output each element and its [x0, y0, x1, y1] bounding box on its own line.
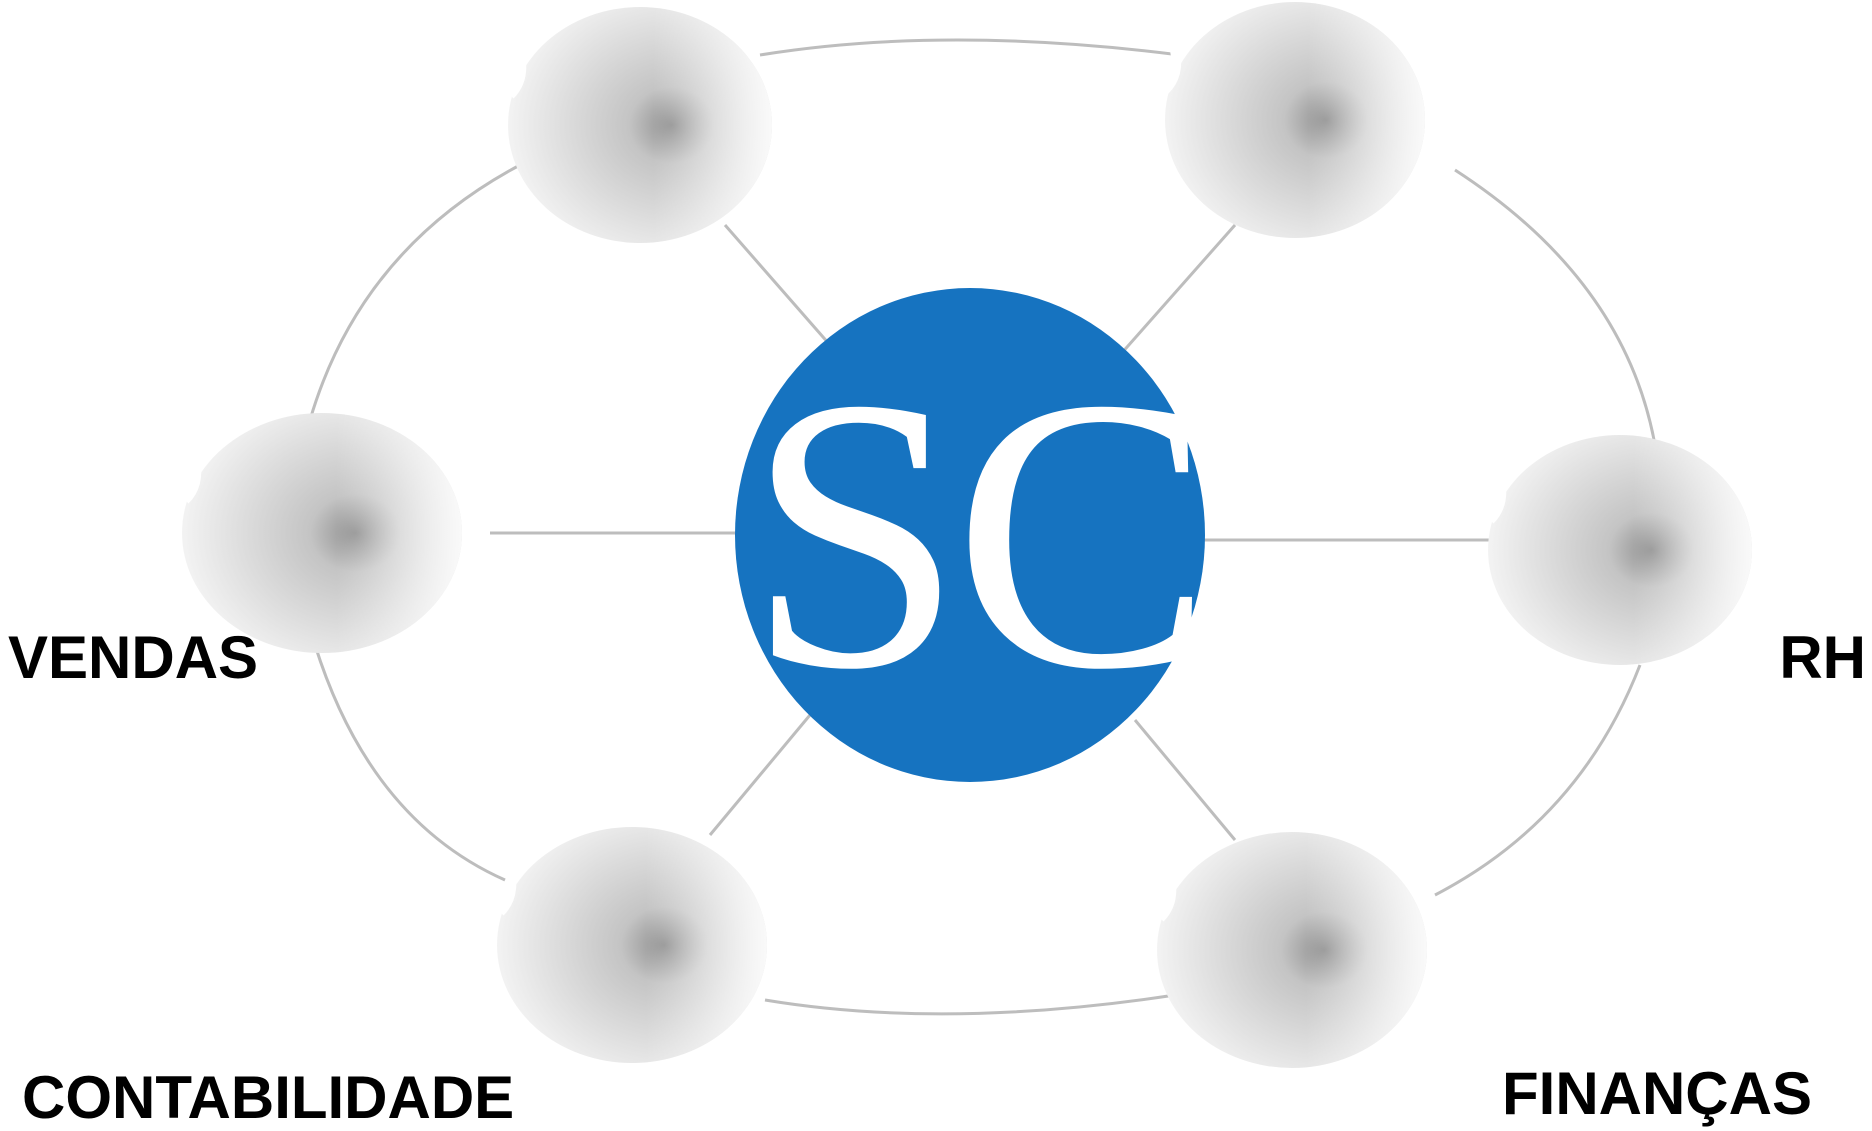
outer-ring: [308, 38, 1657, 1016]
spoke-bottom-right: [1133, 719, 1237, 841]
ring-top-left-arc: [308, 163, 521, 421]
sc-logo: SC: [735, 288, 1214, 782]
node-top-right: [1161, 2, 1425, 238]
ring-top-arc: [759, 38, 1181, 57]
node-bottom-left: [496, 827, 767, 1063]
ring-top-right-arc: [1454, 168, 1657, 446]
node-mid-right: [1486, 435, 1752, 665]
logo-text: SC: [746, 318, 1203, 750]
label-financas: FINANÇAS: [1502, 1060, 1812, 1127]
ring-bottom-arc: [764, 993, 1176, 1016]
label-rh: RH: [1779, 624, 1866, 691]
node-bottom-right: [1156, 832, 1427, 1068]
spoke-top-right: [1118, 224, 1237, 356]
spoke-bottom-left: [708, 714, 812, 836]
node-top-left: [506, 7, 772, 243]
label-vendas: VENDAS: [8, 624, 259, 691]
node-mid-left: [181, 413, 462, 653]
spoke-top-left: [723, 224, 832, 346]
ring-bottom-right-arc: [1434, 664, 1642, 897]
spokes: [490, 224, 1490, 841]
logo-circle: [735, 288, 1205, 782]
ring-bottom-left-arc: [313, 644, 506, 882]
label-contabilidade: CONTABILIDADE: [22, 1064, 515, 1131]
